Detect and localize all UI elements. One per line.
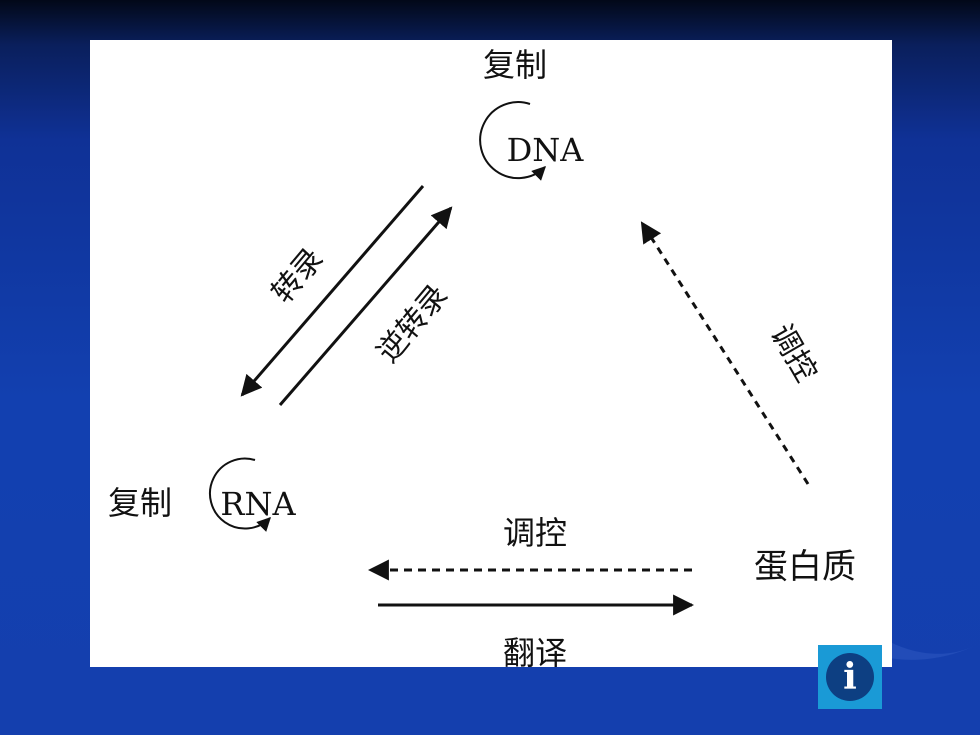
dna-replication-label: 复制 <box>483 46 547 84</box>
transcription-arrow <box>240 185 425 397</box>
central-dogma-diagram: 复制 DNA 复制 RNA 蛋白质 转录 逆转录 调控 调控 翻译 <box>90 40 892 667</box>
regulation-to-rna-label: 调控 <box>503 514 567 552</box>
protein-node: 蛋白质 <box>754 547 856 587</box>
dna-replication-loop <box>479 101 546 181</box>
info-button[interactable]: i <box>818 645 882 709</box>
translation-label: 翻译 <box>503 634 567 667</box>
rna-replication-loop <box>209 457 271 532</box>
reverse-transcription-arrow <box>278 206 453 406</box>
dna-node: DNA <box>507 131 585 169</box>
rna-replication-label: 复制 <box>108 484 172 522</box>
diagram-canvas: 复制 DNA 复制 RNA 蛋白质 转录 逆转录 调控 调控 翻译 <box>108 46 856 667</box>
regulation-to-dna-label: 调控 <box>763 319 823 388</box>
transcription-label: 转录 <box>265 242 330 310</box>
info-icon: i <box>826 653 874 701</box>
rna-node: RNA <box>220 485 296 523</box>
reverse-transcription-label: 逆转录 <box>370 278 455 369</box>
